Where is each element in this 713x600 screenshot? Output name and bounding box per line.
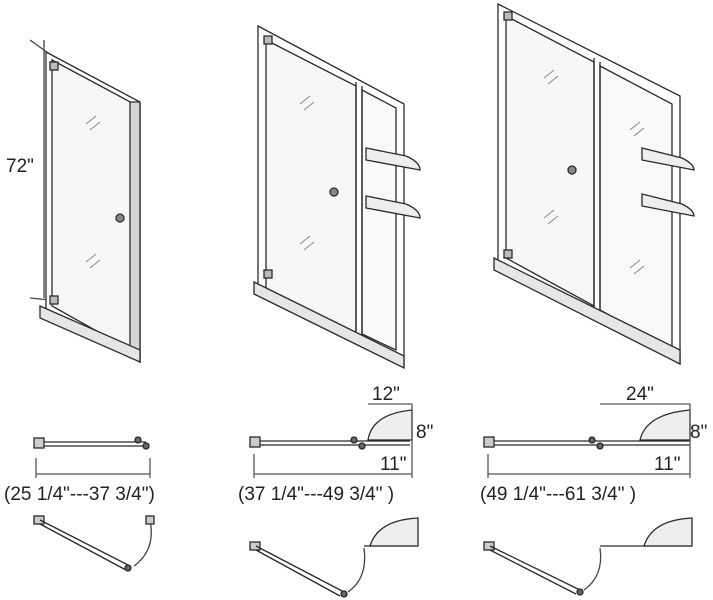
plan-double-open	[249, 517, 419, 598]
handle-knob-icon	[588, 436, 596, 444]
handle-knob-icon	[596, 442, 604, 450]
door-triple-elevation	[493, 2, 695, 366]
door-double-elevation	[253, 24, 421, 370]
swing-arc-icon	[347, 547, 366, 593]
corner-shelf-icon	[643, 517, 693, 547]
plan-double-closed	[249, 403, 413, 478]
hinge-icon	[503, 249, 513, 259]
handle-knob-icon	[350, 436, 358, 444]
corner-shelf-icon	[365, 195, 421, 219]
door-double-shelf-width-label: 12"	[372, 384, 400, 405]
handle-knob-icon	[567, 165, 577, 175]
handle-knob-icon	[576, 588, 584, 596]
corner-shelf-icon	[641, 193, 695, 217]
door-triple-range-label: (49 1/4"---61 3/4" )	[480, 484, 636, 505]
door-single-elevation	[29, 39, 141, 364]
door-triple-shelf-depth-label: 8"	[690, 422, 707, 443]
corner-shelf-icon	[365, 147, 421, 171]
handle-knob-icon	[358, 442, 366, 450]
height-label: 72"	[6, 156, 34, 177]
door-triple-shelf-width-label: 24"	[626, 384, 654, 405]
handle-knob-icon	[142, 442, 150, 450]
plan-triple-open	[483, 517, 693, 596]
plan-single-closed	[33, 436, 151, 478]
handle-knob-icon	[124, 564, 132, 572]
hinge-icon	[49, 295, 59, 305]
hinge-icon	[263, 35, 273, 45]
door-double-shelf-depth-label: 8"	[416, 422, 433, 443]
plan-single-open	[33, 515, 155, 572]
door-double-range-label: (37 1/4"---49 3/4" )	[238, 484, 394, 505]
handle-knob-icon	[340, 590, 348, 598]
door-double-sill	[253, 280, 405, 370]
door-single-range-label: (25 1/4"---37 3/4")	[4, 484, 155, 505]
door-triple-return-label: 11"	[654, 454, 680, 475]
door-double-return-label: 11"	[380, 454, 406, 475]
hinge-icon	[263, 269, 273, 279]
handle-knob-icon	[329, 187, 339, 197]
hinge-icon	[49, 61, 59, 71]
hinge-icon	[503, 11, 513, 21]
swing-arc-icon	[133, 519, 152, 567]
corner-shelf-icon	[369, 517, 419, 547]
plan-triple-closed	[483, 403, 691, 478]
door-triple-sill	[493, 256, 681, 366]
door-single-sill	[39, 305, 141, 363]
handle-knob-icon	[115, 213, 125, 223]
handle-knob-icon	[134, 436, 142, 444]
swing-arc-icon	[583, 547, 602, 591]
corner-shelf-icon	[641, 147, 695, 171]
corner-shelf-icon	[639, 409, 691, 441]
corner-shelf-icon	[367, 409, 413, 441]
